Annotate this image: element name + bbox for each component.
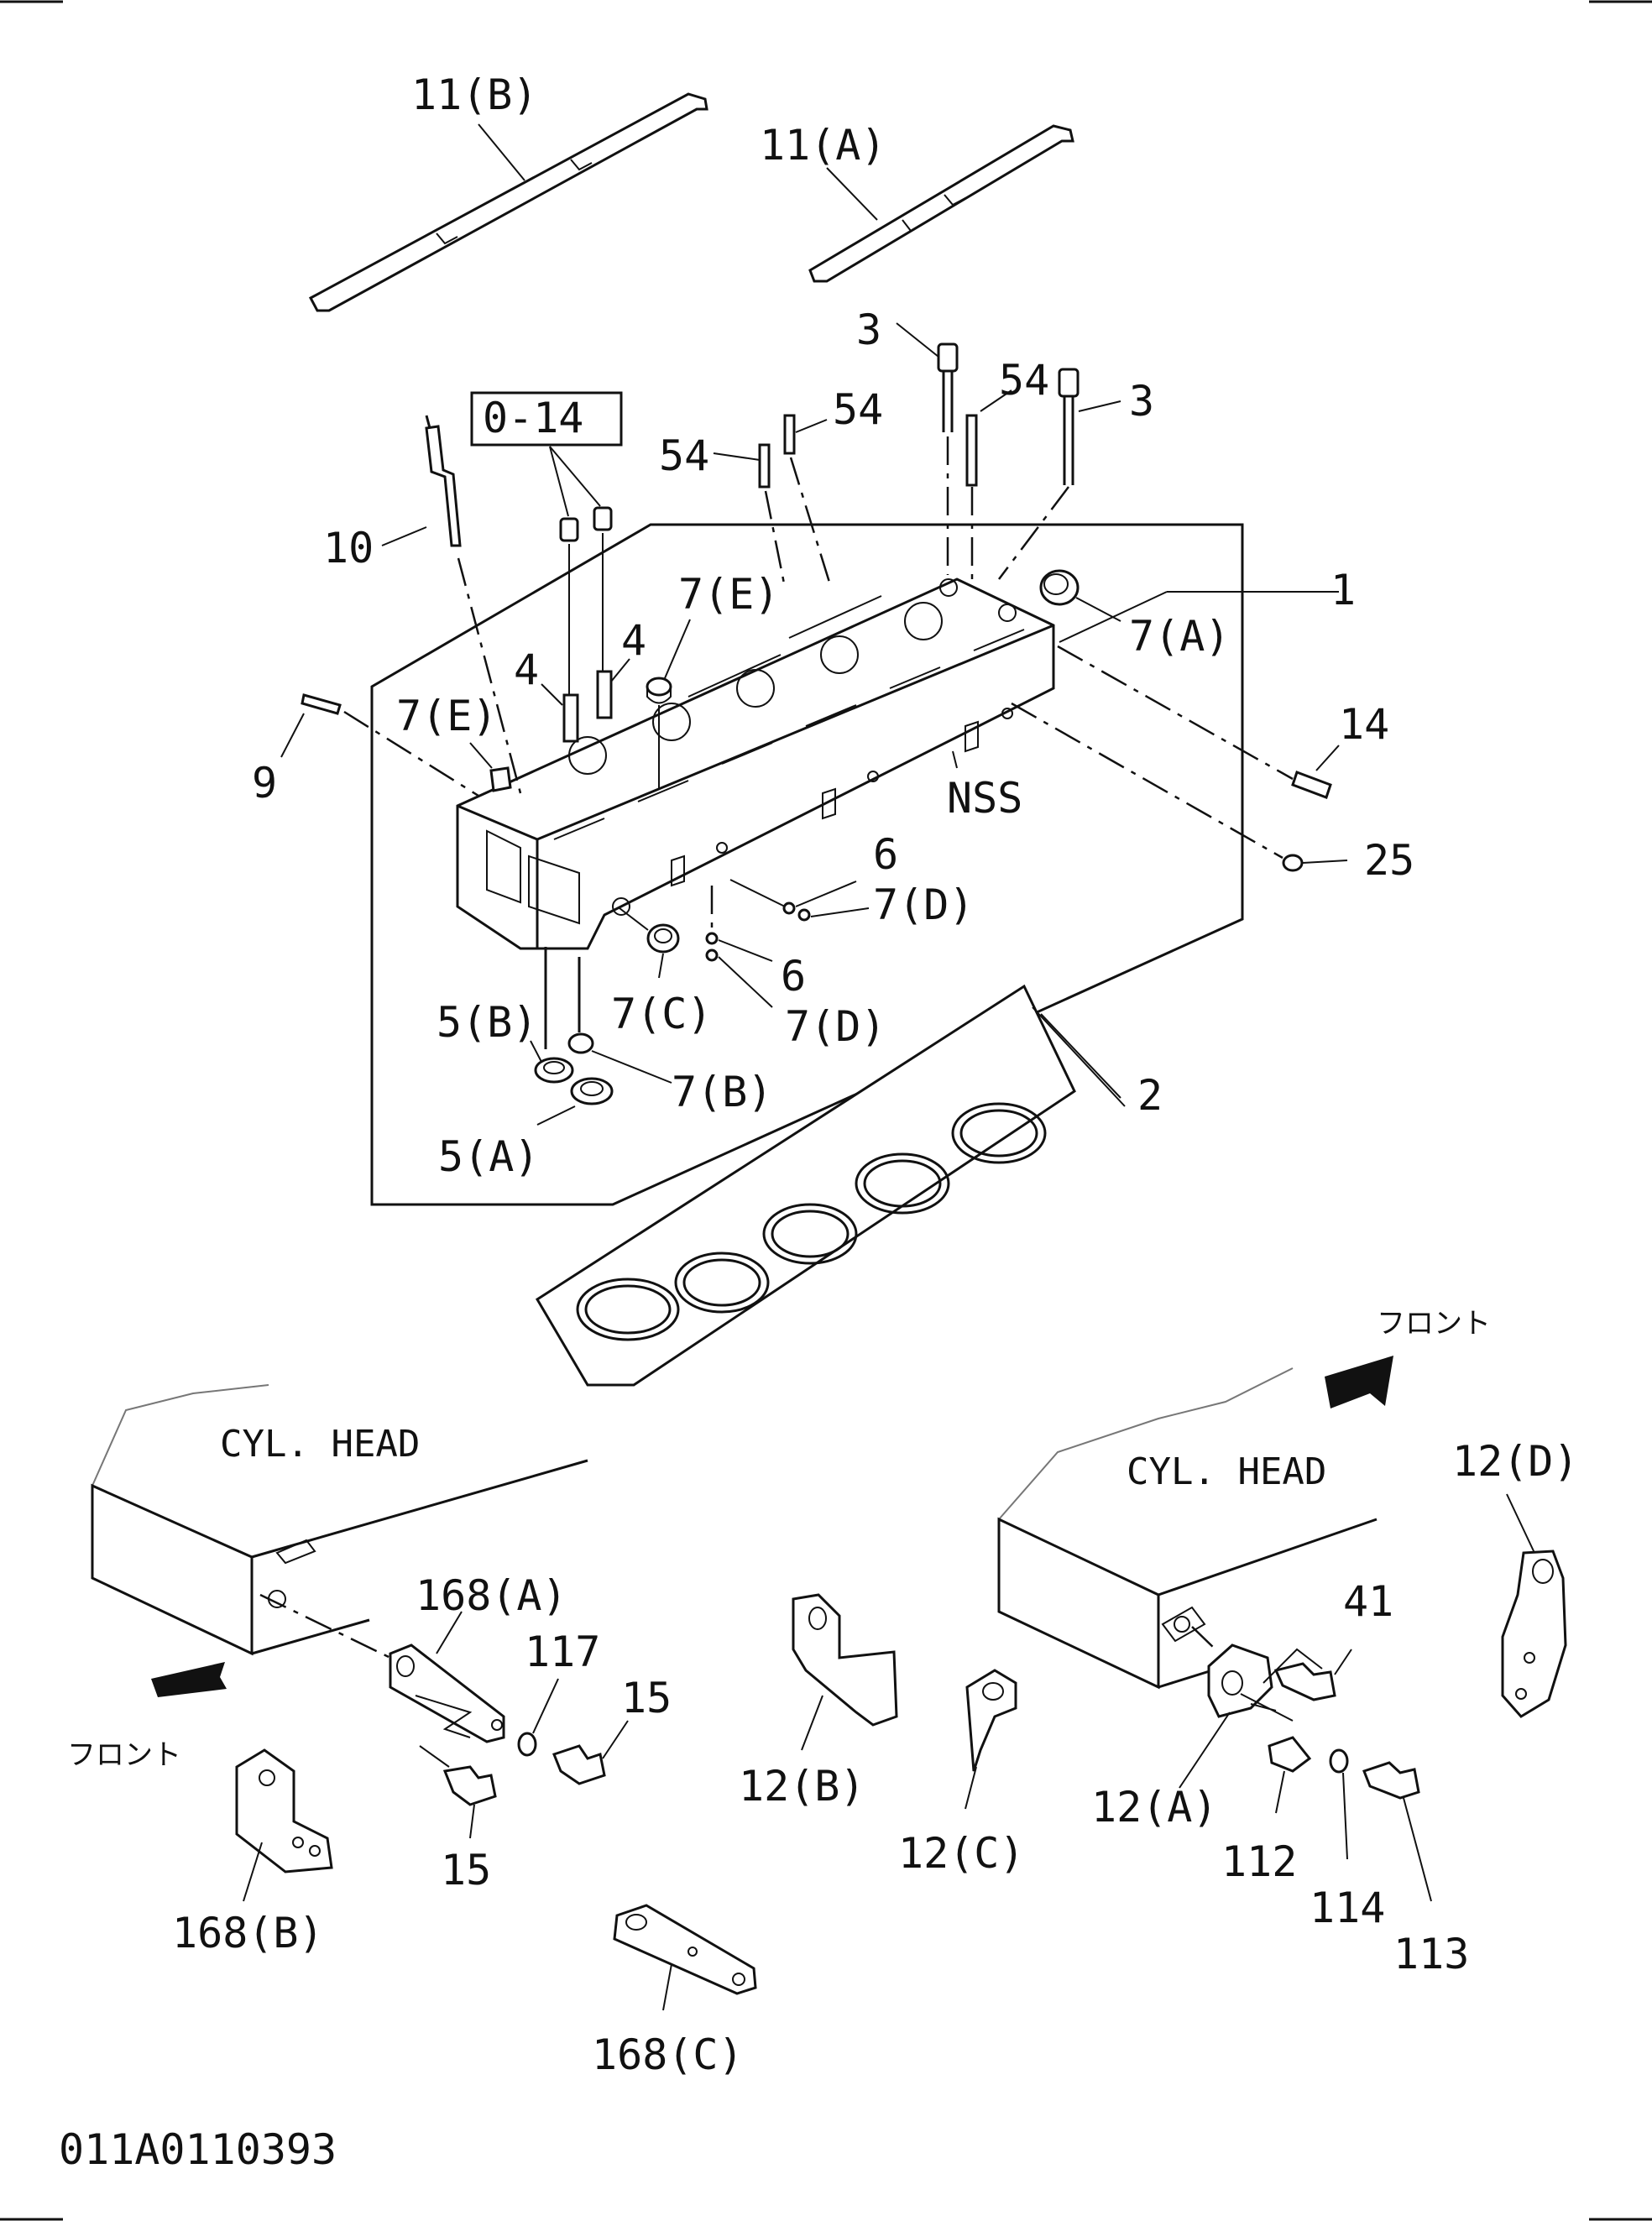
callout-6-lower: 6 bbox=[781, 952, 806, 1001]
detail-right-head-label: CYL. HEAD bbox=[1127, 1450, 1326, 1493]
plug-6-7d-lower bbox=[705, 932, 719, 962]
washer-114 bbox=[1329, 1748, 1349, 1774]
group-outline-1 bbox=[370, 523, 1244, 1206]
callout-7d-lower: 7(D) bbox=[785, 1002, 886, 1051]
callout-168b: 168(B) bbox=[172, 1909, 324, 1957]
detail-left-front-label: フロント bbox=[67, 1738, 181, 1772]
callout-168a: 168(A) bbox=[416, 1571, 567, 1620]
plug-7a bbox=[1039, 569, 1080, 606]
stud-54-c bbox=[965, 414, 978, 487]
washer-117 bbox=[517, 1732, 537, 1757]
bolt-113 bbox=[1362, 1761, 1420, 1800]
callout-114: 114 bbox=[1310, 1884, 1385, 1932]
head-bolt-3-left bbox=[937, 342, 959, 432]
callout-nss: NSS bbox=[947, 774, 1022, 823]
plug-7c bbox=[646, 923, 680, 954]
callout-10: 10 bbox=[323, 524, 374, 572]
bolt-41 bbox=[1273, 1662, 1336, 1701]
callout-54-a: 54 bbox=[659, 431, 709, 480]
callout-4-right: 4 bbox=[621, 616, 646, 665]
callout-11a: 11(A) bbox=[760, 121, 886, 170]
bolt-15-right bbox=[552, 1744, 606, 1785]
bracket-168c bbox=[613, 1904, 757, 1995]
callout-2: 2 bbox=[1137, 1071, 1163, 1120]
bracket-168a bbox=[389, 1644, 505, 1743]
callout-3-right: 3 bbox=[1129, 377, 1154, 426]
plug-7b bbox=[567, 1032, 594, 1054]
callout-12b: 12(B) bbox=[739, 1762, 865, 1811]
callout-15-right: 15 bbox=[621, 1674, 672, 1722]
rail-11a bbox=[808, 124, 1074, 283]
detail-left-front-arrow bbox=[151, 1662, 227, 1697]
bolt-15-lower bbox=[442, 1765, 497, 1806]
valve-guide-4-left bbox=[562, 693, 579, 743]
bracket-12b bbox=[792, 1593, 898, 1727]
bracket-12a bbox=[1207, 1644, 1273, 1718]
callout-7c: 7(C) bbox=[611, 990, 712, 1038]
callout-1: 1 bbox=[1330, 566, 1356, 614]
rail-11b bbox=[308, 92, 708, 312]
dowel-14 bbox=[1291, 771, 1332, 799]
cylinder-head bbox=[456, 577, 1055, 950]
plug-7e-left bbox=[489, 766, 512, 792]
callout-25: 25 bbox=[1364, 836, 1414, 885]
stud-54-a bbox=[758, 443, 771, 489]
callout-5b: 5(B) bbox=[437, 998, 537, 1047]
callout-7e-top: 7(E) bbox=[678, 570, 779, 619]
callout-117: 117 bbox=[525, 1628, 600, 1676]
seal-5b bbox=[534, 1057, 574, 1084]
callout-12a: 12(A) bbox=[1091, 1783, 1218, 1832]
plug-7e-top bbox=[646, 677, 672, 704]
plug-6-7d-upper bbox=[782, 901, 811, 922]
callout-12d: 12(D) bbox=[1452, 1437, 1579, 1486]
valve-guide-4-right bbox=[596, 670, 613, 719]
callout-54-c: 54 bbox=[999, 356, 1049, 405]
valve-seals-kit bbox=[559, 506, 613, 542]
callout-112: 112 bbox=[1221, 1837, 1297, 1886]
detail-left-head-label: CYL. HEAD bbox=[220, 1423, 420, 1466]
detail-right-front-arrow bbox=[1325, 1356, 1393, 1408]
bracket-168b bbox=[235, 1748, 333, 1873]
callout-7b: 7(B) bbox=[672, 1068, 772, 1116]
callout-168c: 168(C) bbox=[592, 2030, 744, 2079]
bracket-12d bbox=[1501, 1549, 1567, 1718]
callout-3-left: 3 bbox=[856, 306, 881, 354]
callout-5a: 5(A) bbox=[438, 1132, 539, 1181]
callout-15-lower: 15 bbox=[441, 1846, 491, 1894]
head-gasket bbox=[535, 984, 1076, 1387]
glow-plug-10 bbox=[425, 415, 462, 547]
plug-25 bbox=[1282, 854, 1304, 872]
stud-54-b bbox=[783, 414, 796, 455]
figure-code: 011A0110393 bbox=[59, 2125, 337, 2174]
callout-113: 113 bbox=[1393, 1930, 1469, 1978]
callout-14: 14 bbox=[1339, 700, 1389, 749]
detail-right-front-label: フロント bbox=[1377, 1307, 1491, 1340]
callout-7e-left: 7(E) bbox=[396, 692, 497, 740]
callout-41: 41 bbox=[1343, 1577, 1393, 1626]
callout-11b: 11(B) bbox=[411, 71, 538, 119]
clip-112 bbox=[1268, 1736, 1312, 1773]
callout-6-upper: 6 bbox=[873, 830, 898, 879]
callout-7d-upper: 7(D) bbox=[873, 881, 974, 929]
callout-12c: 12(C) bbox=[898, 1829, 1025, 1878]
stud-9 bbox=[301, 693, 342, 715]
seal-5a bbox=[570, 1077, 614, 1105]
callout-9: 9 bbox=[252, 759, 277, 807]
kit-box bbox=[470, 391, 623, 447]
callout-4-left: 4 bbox=[514, 645, 539, 694]
callout-7a: 7(A) bbox=[1129, 612, 1230, 661]
detail-right-head bbox=[997, 1367, 1378, 1690]
kit-box-label: 0-14 bbox=[483, 394, 583, 442]
head-bolt-3-right bbox=[1058, 368, 1080, 485]
bracket-12c bbox=[965, 1669, 1017, 1772]
callout-54-b: 54 bbox=[833, 385, 883, 434]
